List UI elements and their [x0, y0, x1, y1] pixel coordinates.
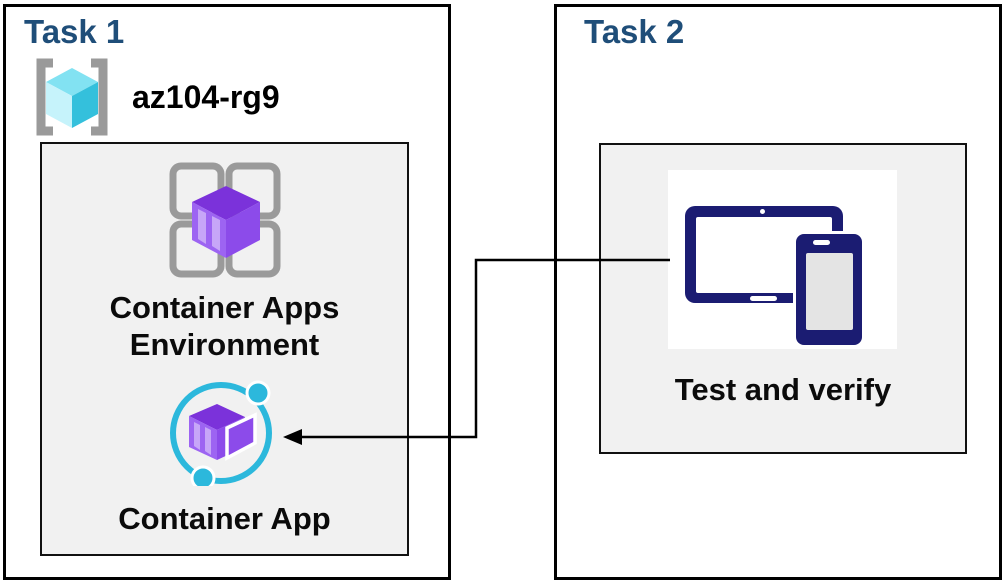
phone-screen	[806, 253, 853, 330]
environment-label-line1: Container Apps	[109, 290, 340, 325]
environment-label: Container Apps Environment	[40, 289, 409, 363]
tablet-home-bar	[750, 296, 777, 301]
phone-speaker-bar	[813, 240, 830, 245]
container-apps-environment-icon	[169, 162, 281, 278]
task2-title: Task 2	[584, 13, 685, 50]
environment-label-line2: Environment	[129, 327, 320, 362]
task1-title: Task 1	[24, 13, 125, 50]
container-app-label: Container App	[118, 501, 331, 536]
phone-icon	[796, 234, 862, 345]
test-and-verify-label: Test and verify	[674, 372, 892, 407]
resource-group-label: az104-rg9	[132, 79, 280, 115]
tablet-camera-dot	[760, 209, 765, 214]
devices-icon-panel	[668, 170, 897, 349]
container-app-icon	[170, 380, 272, 486]
resource-group-row: az104-rg9	[28, 56, 280, 138]
resource-group-icon	[36, 58, 108, 136]
